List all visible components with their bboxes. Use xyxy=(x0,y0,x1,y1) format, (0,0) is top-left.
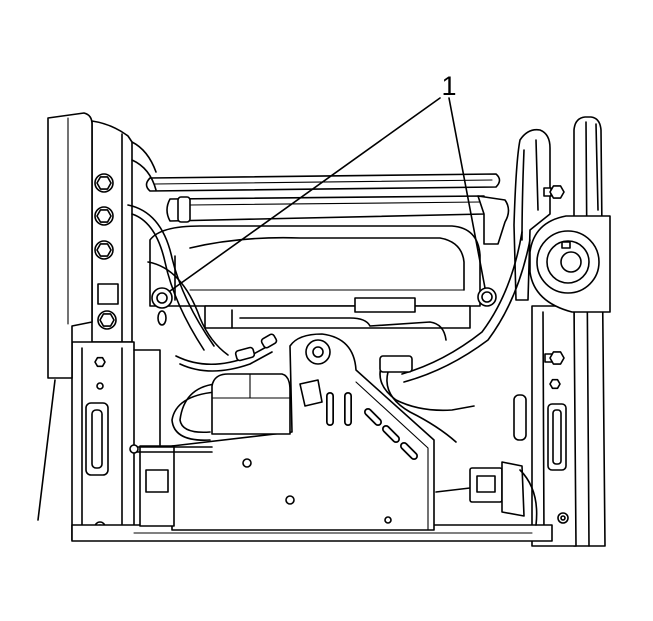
plate-pivot-center xyxy=(312,346,324,358)
wire-connector xyxy=(379,355,413,373)
rail-outline xyxy=(91,120,133,343)
leader-line-lower-left xyxy=(37,379,56,521)
hex-nut xyxy=(96,243,112,257)
tube-end-cap xyxy=(177,196,191,223)
wire xyxy=(386,371,457,443)
rail-flange xyxy=(131,159,157,191)
right-panel-edge xyxy=(585,121,590,547)
bolt-left-slot xyxy=(157,310,167,326)
cable-sleeve xyxy=(513,394,527,441)
seat-pan xyxy=(149,225,481,307)
bolt-right-center xyxy=(481,291,493,303)
tube-outline xyxy=(166,195,485,222)
wire xyxy=(171,391,216,441)
plate-hole xyxy=(242,458,252,468)
bracket-edge xyxy=(535,139,539,211)
rivet xyxy=(96,382,104,390)
frame-inner-edge xyxy=(133,349,161,446)
pivot-pin xyxy=(560,251,582,273)
wire-connector xyxy=(260,333,278,349)
wire xyxy=(147,261,229,356)
wire xyxy=(403,239,531,383)
cross-panel-tab xyxy=(354,297,416,313)
tube-highlight xyxy=(189,201,481,206)
plate-hole xyxy=(384,516,392,524)
lower-cross-panel xyxy=(204,297,471,341)
seat-pan-contour xyxy=(189,236,465,291)
hex-nut xyxy=(549,351,565,365)
bolt-left xyxy=(151,287,173,326)
pivot-bushing xyxy=(529,215,611,313)
frame-slot-inner xyxy=(552,409,562,465)
bolt-left-center xyxy=(156,292,168,304)
rail-bracket xyxy=(97,283,119,305)
hex-nut xyxy=(96,209,112,223)
motor-housing xyxy=(211,373,291,435)
wire xyxy=(379,359,475,412)
bushing-inner-ring xyxy=(546,240,590,284)
right-lower-frame xyxy=(531,305,577,547)
plate-slot-inner xyxy=(365,409,381,425)
wire-harness-right xyxy=(379,231,531,443)
wire xyxy=(401,231,523,375)
plate-slot-inner xyxy=(383,426,399,442)
left-lower-frame xyxy=(71,341,161,541)
wire xyxy=(519,469,538,526)
frame-slot xyxy=(547,403,567,471)
hex-nut xyxy=(549,378,561,390)
wire xyxy=(179,351,273,372)
frame-slot xyxy=(85,402,109,476)
plate-flange xyxy=(355,381,429,531)
bracket-box xyxy=(139,445,175,527)
hex-nut xyxy=(94,356,106,368)
callout-label: 1 xyxy=(441,71,456,101)
right-panel-edge xyxy=(595,123,599,211)
cross-panel-wire xyxy=(239,317,447,341)
lower-left-bracket xyxy=(129,444,213,527)
bolt-head xyxy=(557,512,569,524)
motor-wire-loop xyxy=(171,383,216,441)
hex-nut xyxy=(96,176,112,190)
bolt-right xyxy=(477,287,497,307)
bracket-window xyxy=(145,469,169,493)
cross-panel-outline xyxy=(204,305,471,329)
plate-connector-block xyxy=(299,379,323,407)
tube-end-block xyxy=(477,195,510,245)
left-side-panel xyxy=(47,112,93,379)
left-frame-rail xyxy=(91,120,157,343)
lower-cross-tube xyxy=(166,195,510,245)
wire-harness-left xyxy=(127,204,278,372)
wire xyxy=(131,213,205,351)
plate-outline xyxy=(171,333,435,531)
leader-line-to-right-bolt xyxy=(448,97,486,289)
wire-connector xyxy=(234,346,256,362)
plate-slot-inner xyxy=(401,443,417,459)
frame-slot-inner xyxy=(91,409,103,469)
bolt-left-head xyxy=(151,287,173,309)
motor-housing-outline xyxy=(211,373,291,435)
hex-nut xyxy=(99,313,115,327)
right-side-panel xyxy=(573,116,606,547)
connector-body xyxy=(469,467,503,503)
frame-edge xyxy=(542,311,545,541)
right-panel-outline xyxy=(573,116,606,547)
connector-face xyxy=(476,475,496,493)
connector-housing xyxy=(501,461,525,517)
leader-line-to-left-bolt xyxy=(169,97,441,292)
bushing-notch xyxy=(561,241,571,249)
rail-flange xyxy=(131,141,157,173)
bolt-right-head xyxy=(477,287,497,307)
plate-pivot-hole xyxy=(305,339,331,365)
hex-nut xyxy=(549,185,565,199)
right-lower-components xyxy=(435,461,538,526)
recliner-mechanism-plate xyxy=(171,333,435,531)
wire xyxy=(179,383,216,434)
left-panel-outline xyxy=(47,112,93,379)
rod-end xyxy=(129,444,139,454)
plate-hole xyxy=(285,495,295,505)
wire xyxy=(435,487,471,493)
bolt-center xyxy=(560,515,566,521)
wire xyxy=(127,204,215,347)
